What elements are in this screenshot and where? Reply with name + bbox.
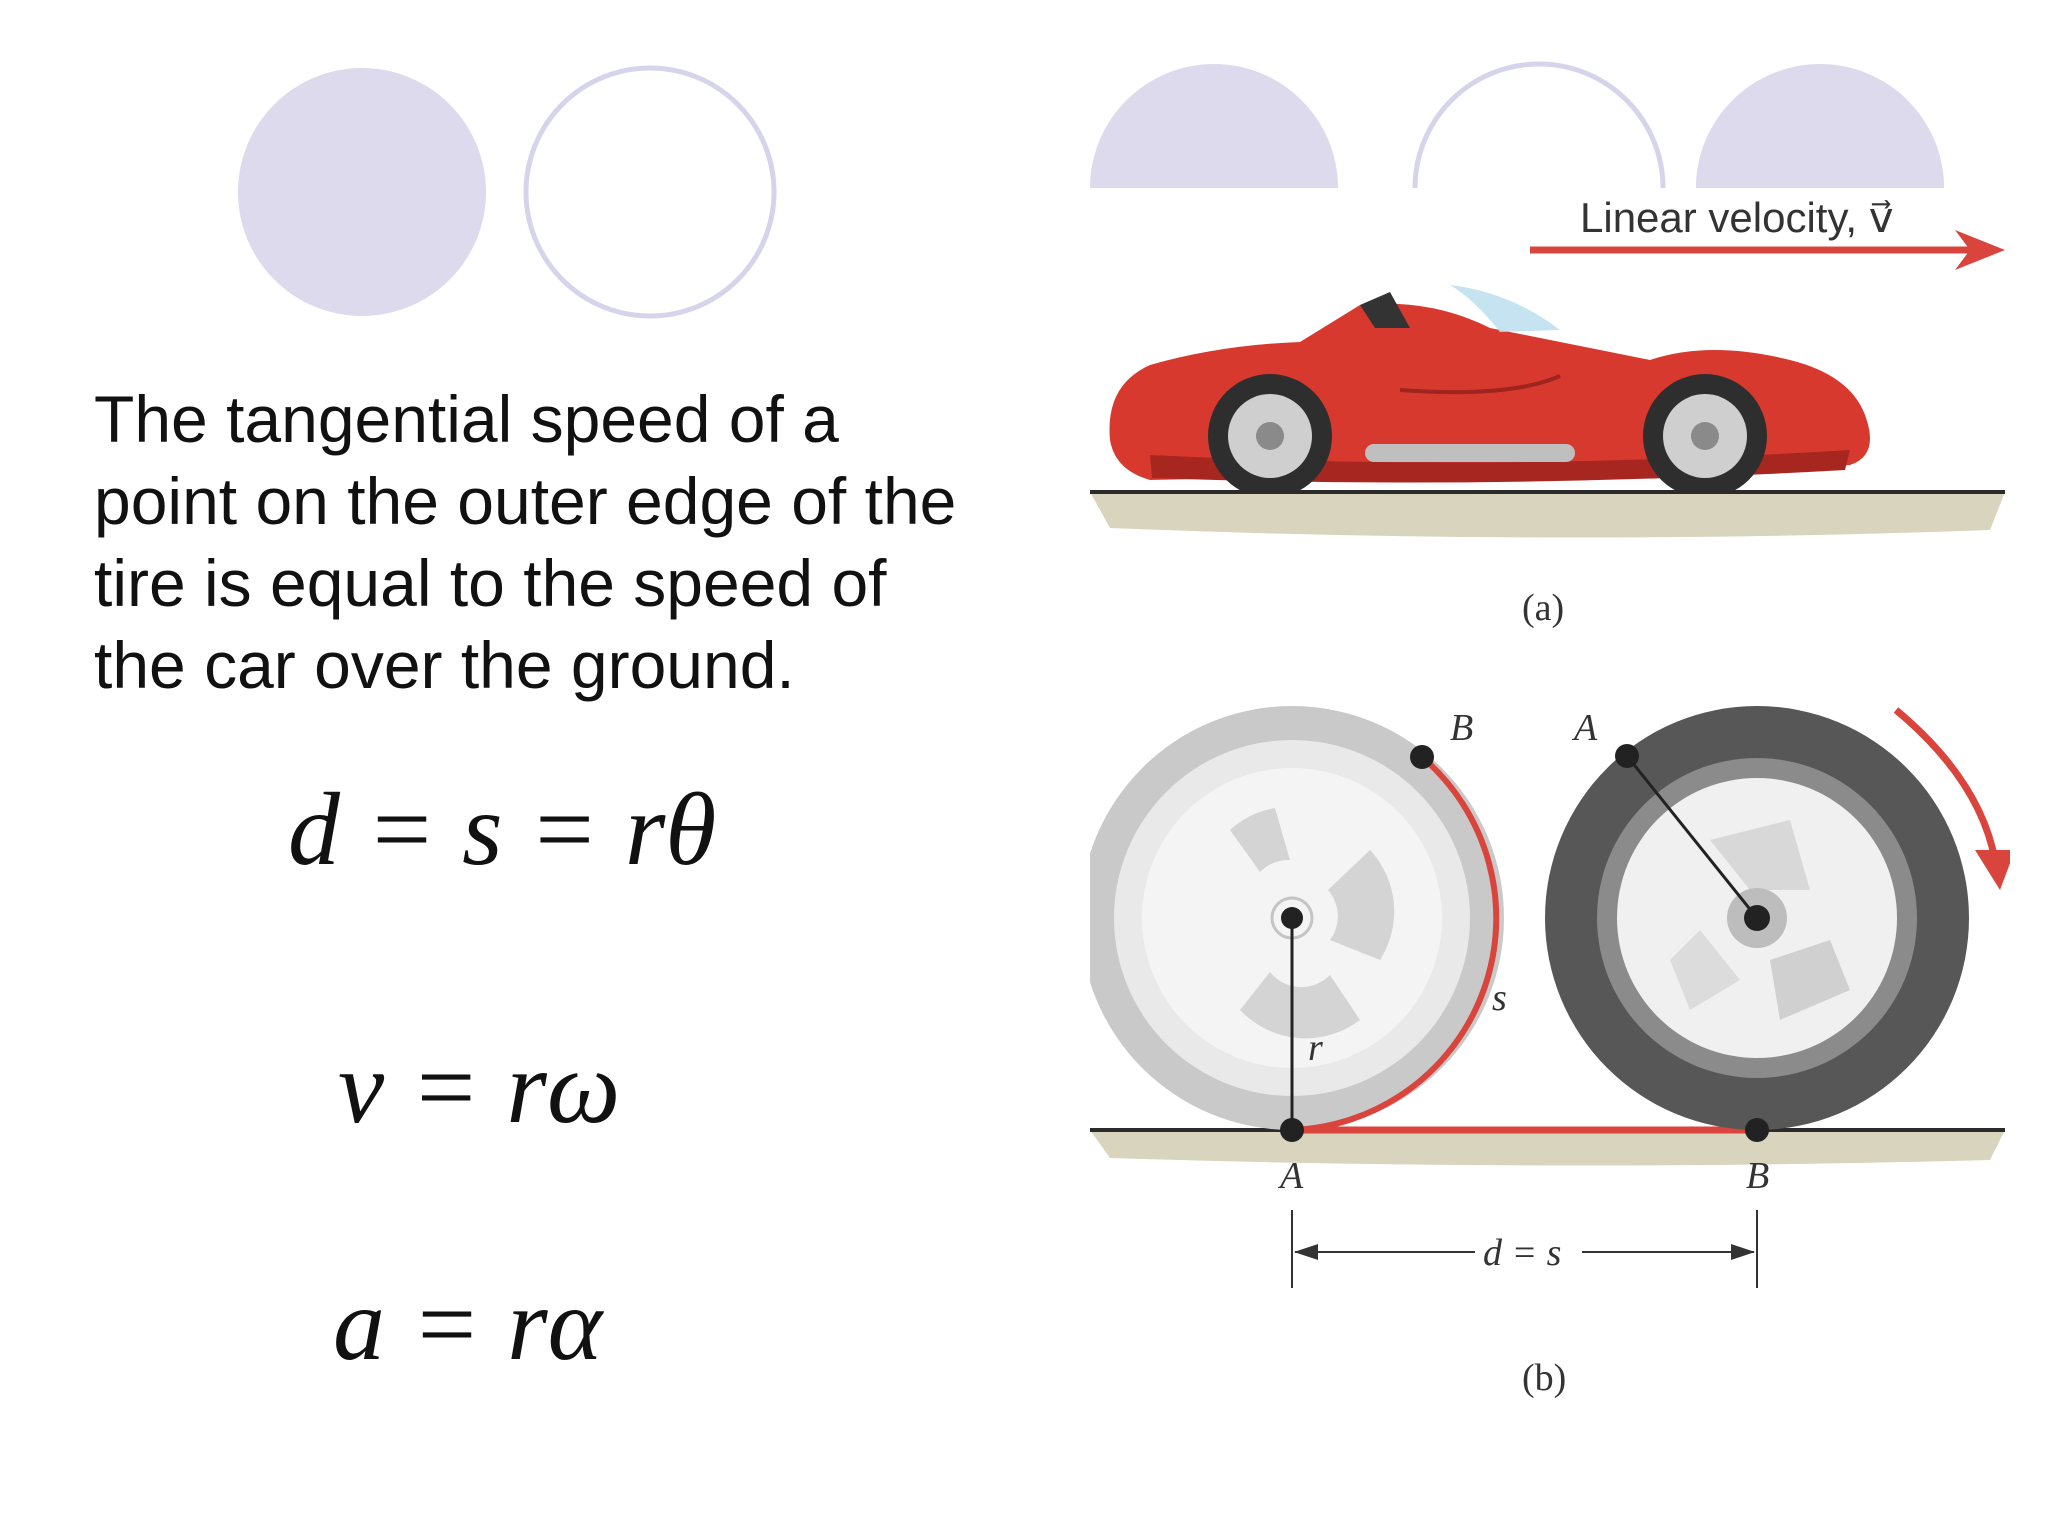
decorative-half-circle-outline: [1412, 61, 1666, 189]
label-point-A-top: A: [1571, 707, 1598, 749]
car-wheel-figure: Linear velocity, v⃗: [1090, 194, 2010, 1399]
equation-acceleration: a = rα: [333, 1267, 603, 1382]
linear-velocity-label: Linear velocity, v⃗: [1580, 194, 1894, 241]
linear-velocity-arrow: [1530, 230, 2005, 270]
car-front-wheel: [1208, 374, 1332, 498]
car-rear-wheel: [1643, 374, 1767, 498]
caption-a: (a): [1522, 587, 1564, 629]
ground-b: [1090, 1128, 2005, 1166]
rotation-arrow: [1893, 707, 2010, 890]
label-s: s: [1492, 977, 1507, 1019]
equation-velocity: v = rω: [338, 1030, 621, 1145]
distance-dimension: [1291, 1210, 1758, 1288]
label-point-B-bottom: B: [1746, 1155, 1769, 1197]
decorative-half-circle-filled-1: [1090, 64, 1338, 188]
equation-distance: d = s = rθ: [288, 772, 717, 887]
red-car-illustration: [1109, 285, 1870, 498]
decorative-circles-left: [238, 65, 777, 319]
caption-b: (b): [1522, 1357, 1566, 1399]
label-d-equals-s: d = s: [1483, 1232, 1561, 1274]
radius-r-line: [1280, 745, 1434, 1142]
arc-length-s: [1291, 754, 1757, 1134]
label-point-B-top: B: [1450, 707, 1473, 749]
label-r: r: [1308, 1027, 1323, 1069]
body-text: The tangential speed of a point on the o…: [94, 382, 957, 702]
ground-a: [1090, 490, 2005, 538]
decorative-outline-circle: [523, 65, 777, 319]
wheel-rolled-position: [1545, 706, 1969, 1142]
decorative-circles-right: [1090, 61, 1944, 189]
decorative-filled-circle: [238, 68, 486, 316]
decorative-half-circle-filled-2: [1696, 64, 1944, 188]
label-point-A-bottom: A: [1277, 1155, 1304, 1197]
